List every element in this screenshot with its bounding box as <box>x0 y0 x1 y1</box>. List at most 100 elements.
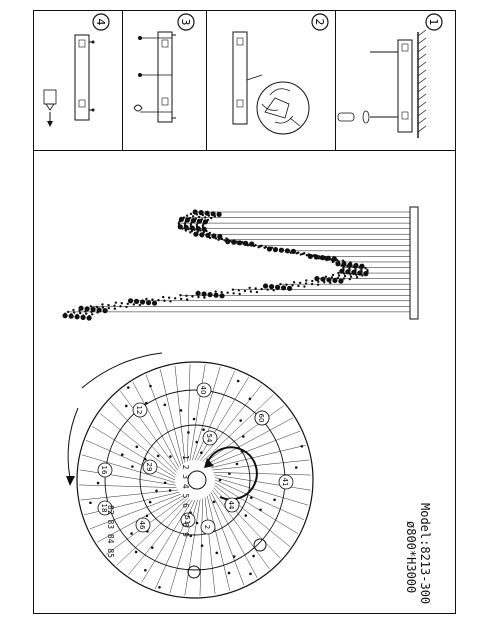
outer-sequence: 82 83 84 85 <box>106 505 115 558</box>
spoke <box>79 484 177 488</box>
wall-anchor-icon <box>337 112 355 122</box>
crystal <box>199 229 202 232</box>
spoke <box>85 440 176 481</box>
ceiling-plate <box>74 34 90 121</box>
crystal <box>195 223 199 227</box>
crystal <box>299 253 303 256</box>
bulb-base <box>45 103 55 111</box>
size-label: ø800*H3000 <box>404 521 418 594</box>
crystal <box>262 283 269 289</box>
crystal <box>207 214 211 217</box>
drop-point <box>96 481 100 485</box>
crystal <box>107 306 111 310</box>
canopy-disc <box>409 206 419 320</box>
step-4-badge <box>92 13 110 31</box>
crystal <box>243 240 249 246</box>
ring-label: 51 <box>180 512 196 528</box>
drop-point <box>212 500 216 504</box>
rotation-arrow-inner <box>207 446 258 501</box>
crystal <box>307 253 310 256</box>
crystal <box>102 308 108 314</box>
model-label: Model:8213-300 <box>418 503 432 605</box>
crystal <box>292 281 296 284</box>
crystal <box>229 239 232 243</box>
drop-point <box>227 571 231 575</box>
crystal <box>127 298 134 304</box>
center-sequence: 1 2 3 4 5 6 7 8 9 <box>181 455 190 537</box>
crystal <box>314 276 320 282</box>
crystal <box>249 290 253 293</box>
crystal <box>255 290 259 294</box>
crystal <box>169 300 172 303</box>
crystal <box>189 223 193 226</box>
rotation-arrow-outer <box>81 352 163 389</box>
ring-label-text: 46 <box>138 521 146 530</box>
crystal <box>114 301 118 304</box>
crystal <box>275 247 278 251</box>
screw-dot <box>91 108 95 112</box>
wire-terminal <box>236 99 244 108</box>
crystal <box>232 239 236 242</box>
crystal <box>120 302 124 305</box>
crystal <box>145 297 148 301</box>
spoke <box>197 377 249 461</box>
crystal <box>248 286 251 290</box>
crystal <box>201 291 207 297</box>
step-2-panel: 2 <box>232 13 329 135</box>
crystal <box>145 300 152 306</box>
crystal <box>91 313 94 316</box>
crystal <box>209 216 213 220</box>
crystal <box>260 244 263 248</box>
ring-label: 54 <box>202 430 218 446</box>
crystal <box>132 303 136 306</box>
crystal <box>319 255 325 261</box>
crystal <box>179 294 182 297</box>
crystal <box>119 305 122 308</box>
crystal <box>279 282 282 286</box>
bracket-hole <box>401 43 409 52</box>
crystal <box>151 298 154 301</box>
crystal <box>260 287 263 291</box>
center-hub <box>187 470 207 490</box>
crystal <box>270 246 274 249</box>
drop-point <box>145 514 149 518</box>
spoke <box>210 492 258 578</box>
crystal <box>157 298 160 302</box>
spoke <box>92 426 176 478</box>
wire-terminal <box>161 97 169 106</box>
crystal <box>357 270 363 276</box>
mount-hole <box>187 565 201 579</box>
spoke <box>99 413 176 475</box>
crystal <box>72 308 75 312</box>
ring-labels: 2121618212940414446515460 <box>97 382 294 535</box>
spoke <box>187 364 191 462</box>
crystal <box>179 297 183 301</box>
ring-label: 29 <box>142 459 158 475</box>
drop-point <box>235 462 239 466</box>
drop-point <box>148 500 152 504</box>
step-3-number: 3 <box>179 19 192 26</box>
crystal <box>297 284 300 288</box>
crystal <box>101 303 104 306</box>
crystal <box>349 261 352 264</box>
crystal <box>68 313 74 319</box>
drop-point <box>249 572 252 576</box>
spoke <box>214 482 298 534</box>
spoke <box>204 497 216 595</box>
wire-end <box>138 36 142 40</box>
spoke <box>120 390 178 471</box>
ring-label-text: 12 <box>135 406 143 415</box>
crystal <box>113 307 117 310</box>
spoke <box>200 384 262 461</box>
crystal <box>290 248 297 254</box>
crystal <box>320 276 326 282</box>
ring-label-circle <box>142 459 158 475</box>
screwdriver-detail <box>289 117 301 127</box>
crystal <box>313 253 316 257</box>
ring-label-text: 29 <box>145 463 153 472</box>
crystal <box>125 305 128 309</box>
spoke <box>192 366 221 461</box>
crystal <box>192 209 198 215</box>
drop-points <box>89 379 304 589</box>
crystal <box>223 239 226 242</box>
